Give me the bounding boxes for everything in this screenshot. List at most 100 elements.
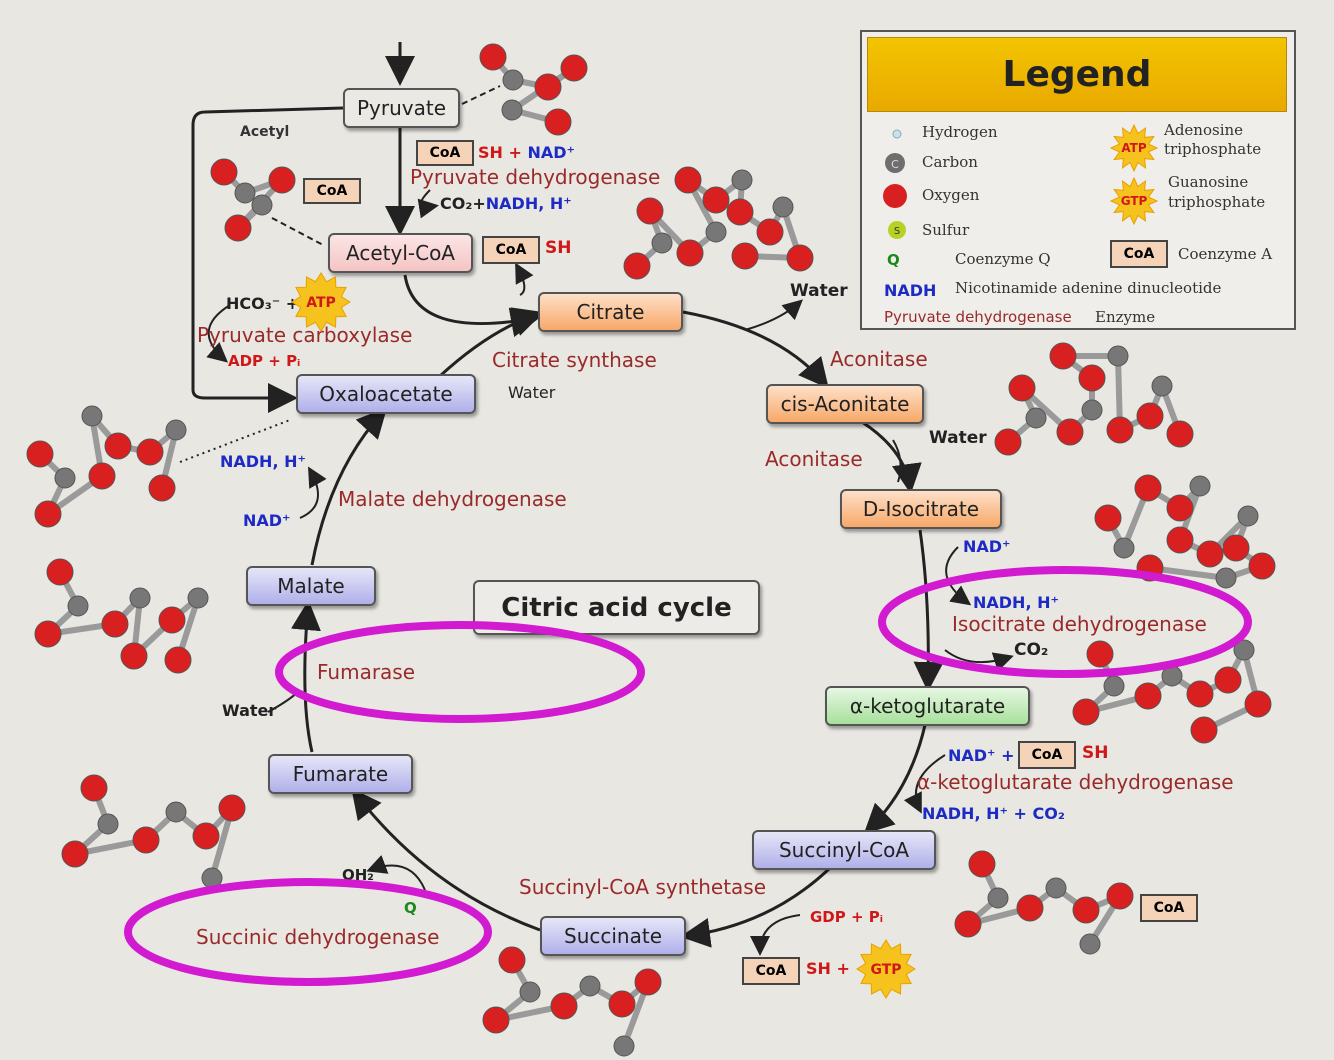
oxygen-atom	[1078, 364, 1106, 392]
arrow-citrate-cisaconitate	[682, 310, 829, 389]
co2-nadh-label: CO₂+NADH, H⁺	[440, 194, 572, 213]
carbon-atom	[251, 194, 273, 216]
oxygen-atom	[674, 166, 702, 194]
oxygen-atom	[636, 197, 664, 225]
legend-nadh: Nicotinamide adenine dinucleotide	[955, 279, 1222, 297]
carbon-atom	[651, 232, 673, 254]
oxygen-atom	[1106, 882, 1134, 910]
arrow-succinylcoa-succinate	[680, 866, 832, 948]
oxygen-atom	[550, 992, 578, 1020]
carbon-atom	[67, 595, 89, 617]
oxygen-atom	[756, 218, 784, 246]
oxygen-atom	[132, 826, 160, 854]
legend-gtp-starburst: GTP	[1110, 177, 1158, 225]
arrow-gdp-succinylcoa	[750, 914, 801, 956]
oxygen-atom	[1166, 420, 1194, 448]
carbon-atom	[1237, 505, 1259, 527]
nadh-label-isocitrate: NADH, H⁺	[973, 593, 1059, 612]
adp-pi-label: ADP + Pᵢ	[228, 352, 301, 370]
oxygen-atom	[1016, 894, 1044, 922]
succinate-molecule	[482, 946, 662, 1057]
legend-gtp-line2: triphosphate	[1168, 193, 1266, 211]
carbon-atom	[1189, 475, 1211, 497]
arrow-acetylcoa-citrate	[403, 274, 541, 338]
oxygen-atom	[482, 1006, 510, 1034]
oxygen-atom	[210, 158, 238, 186]
oxygen-atom	[1222, 534, 1250, 562]
oxygen-atom	[676, 239, 704, 267]
legend-gtp-line1: Guanosine	[1168, 173, 1249, 191]
carbon-atom	[97, 813, 119, 835]
oxygen-atom	[786, 244, 814, 272]
oxygen-atom	[1049, 342, 1077, 370]
metabolite-oxaloacetate: Oxaloacetate	[296, 374, 476, 414]
gdp-pi-label: GDP + Pᵢ	[810, 908, 884, 926]
oxygen-atom	[702, 186, 730, 214]
oxygen-atom	[1106, 416, 1134, 444]
carbon-atom	[772, 196, 794, 218]
oxygen-atom	[1134, 474, 1162, 502]
carbon-atom	[129, 587, 151, 609]
oxygen-atom	[34, 620, 62, 648]
carbon-atom	[519, 981, 541, 1003]
metabolite-alpha-ketoglutarate: α-ketoglutarate	[825, 686, 1030, 726]
oxygen-atom	[1214, 666, 1242, 694]
enzyme-pyruvate-dehydrogenase: Pyruvate dehydrogenase	[410, 165, 661, 189]
carbon-atom	[731, 169, 753, 191]
legend-coenzyme-q: Coenzyme Q	[955, 250, 1051, 268]
arrow-pyruvate-oxaloacetate	[191, 106, 344, 413]
legend-coenzyme-a: Coenzyme A	[1178, 245, 1273, 263]
metabolite-malate: Malate	[246, 566, 376, 606]
gtp-starburst-succinyl: GTP	[856, 939, 916, 999]
legend-coa-box: CoA	[1110, 240, 1168, 268]
co2-label-isocitrate: CO₂	[1014, 640, 1049, 660]
oxygen-atom	[120, 642, 148, 670]
metabolite-cis-aconitate: cis-Aconitate	[766, 384, 924, 424]
citrate-molecule	[623, 166, 814, 280]
carbon-atom	[1045, 877, 1067, 899]
oxygen-atom	[1166, 494, 1194, 522]
carbon-atom	[1079, 933, 1101, 955]
oxygen-atom	[1008, 374, 1036, 402]
arrow-coa-release	[515, 262, 534, 296]
arrow-malate-oxaloacetate	[310, 407, 388, 566]
metabolite-acetyl-coa: Acetyl-CoA	[328, 233, 473, 273]
carbon-atom	[234, 182, 256, 204]
carbon-atom	[1215, 567, 1237, 589]
sh-label-akg: SH	[1082, 743, 1109, 763]
oxygen-atom	[1072, 698, 1100, 726]
carbon-atom	[1081, 399, 1103, 421]
oxygen-atom	[1190, 716, 1218, 744]
metabolite-citrate: Citrate	[538, 292, 683, 332]
arrow-cisaconitate-isocitrate	[861, 420, 922, 494]
oxygen-atom	[1072, 896, 1100, 924]
co2-part: CO₂+	[440, 194, 486, 213]
arrow-akg-succinylcoa	[863, 724, 927, 835]
carbon-atom	[187, 587, 209, 609]
isocitrate-molecule	[1094, 474, 1276, 589]
oxygen-atom	[1086, 640, 1114, 668]
oxygen-atom	[1196, 540, 1224, 568]
arrow-hco3	[206, 304, 231, 363]
coa-box-akg: CoA	[1018, 741, 1076, 769]
arrow-pyruvate-dh-side	[417, 189, 439, 219]
oxygen-atom	[104, 432, 132, 460]
oxygen-atom	[954, 910, 982, 938]
oxygen-atom	[164, 646, 192, 674]
arrow-water-out	[744, 299, 803, 331]
gtp-text: GTP	[870, 962, 901, 978]
enzyme-succinic-dehydrogenase: Succinic dehydrogenase	[196, 925, 440, 949]
oxygen-atom	[731, 242, 759, 270]
enzyme-alpha-ketoglutarate-dehydrogenase: α-ketoglutarate dehydrogenase	[917, 770, 1234, 794]
carbon-atom	[987, 887, 1009, 909]
carbon-atom	[613, 1035, 635, 1057]
oxygen-atom	[1244, 690, 1272, 718]
oxygen-atom	[608, 990, 636, 1018]
nadh-part: NADH, H⁺	[485, 194, 572, 213]
nadh-co2-label-akg: NADH, H⁺ + CO₂	[922, 804, 1065, 823]
atp-starburst-carboxylase: ATP	[291, 272, 351, 332]
carbon-atom	[501, 99, 523, 121]
legend-nadh-symbol: NADH	[884, 281, 937, 300]
malate-molecule	[34, 558, 209, 674]
legend-atp-line1: Adenosine	[1164, 121, 1244, 139]
